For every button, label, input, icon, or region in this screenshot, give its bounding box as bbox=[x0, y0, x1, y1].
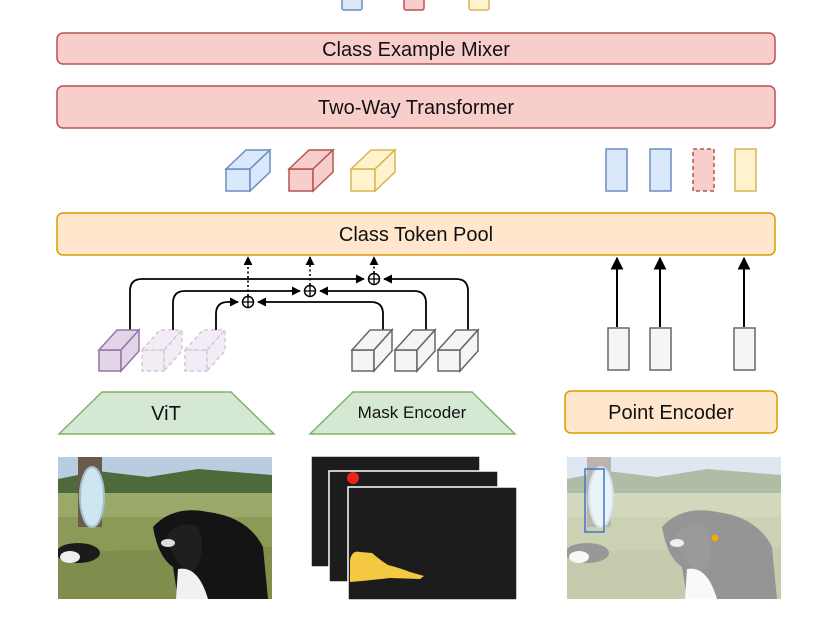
point-arrows bbox=[610, 256, 751, 327]
combine-circle-3 bbox=[367, 272, 381, 286]
class-token-cuboid-yellow bbox=[349, 148, 397, 193]
mask-layer-front bbox=[347, 486, 518, 601]
two-way-transformer-label: Two-Way Transformer bbox=[318, 97, 514, 119]
class-example-mixer-label: Class Example Mixer bbox=[322, 39, 510, 61]
dotted-arrows bbox=[243, 256, 379, 296]
vit-block: ViT bbox=[57, 391, 276, 435]
point-token-blue-2 bbox=[649, 148, 672, 192]
vit-token-cuboid-faded-2 bbox=[183, 328, 227, 373]
vit-token-cuboid-faded-1 bbox=[140, 328, 184, 373]
two-way-transformer-block: Two-Way Transformer bbox=[56, 85, 776, 129]
legend-blue-swatch bbox=[341, 0, 363, 11]
mask-encoder-label: Mask Encoder bbox=[358, 403, 467, 422]
point-token-yellow bbox=[734, 148, 757, 192]
combine-circle-2 bbox=[303, 284, 317, 298]
input-image-dog-prompted bbox=[567, 457, 781, 599]
box-prompt-blue bbox=[584, 468, 605, 533]
point-prompt-yellow bbox=[711, 534, 719, 542]
point-token-blue-1 bbox=[605, 148, 628, 192]
mask-red-region bbox=[347, 472, 359, 484]
mask-token-cuboid-1 bbox=[350, 328, 394, 373]
class-token-pool-block: Class Token Pool bbox=[56, 212, 776, 256]
fusion-connectors bbox=[129, 274, 469, 337]
class-token-cuboid-blue bbox=[224, 148, 272, 193]
point-enc-token-2 bbox=[649, 327, 672, 371]
mask-token-cuboid-3 bbox=[436, 328, 480, 373]
legend-yellow-swatch bbox=[468, 0, 490, 11]
point-encoder-label: Point Encoder bbox=[608, 402, 734, 424]
vit-label: ViT bbox=[151, 403, 181, 425]
point-enc-token-3 bbox=[733, 327, 756, 371]
class-example-mixer-block: Class Example Mixer bbox=[56, 32, 776, 65]
point-encoder-block: Point Encoder bbox=[564, 390, 778, 434]
class-token-cuboid-red bbox=[287, 148, 335, 193]
point-token-red-dashed bbox=[692, 148, 715, 192]
mask-stack bbox=[310, 455, 518, 601]
mask-yellow-region bbox=[350, 551, 424, 582]
vit-token-cuboid-solid bbox=[97, 328, 141, 373]
mask-token-cuboid-2 bbox=[393, 328, 437, 373]
mask-encoder-block: Mask Encoder bbox=[308, 391, 517, 435]
point-enc-token-1 bbox=[607, 327, 630, 371]
input-image-dog bbox=[58, 457, 272, 599]
combine-circle-1 bbox=[241, 295, 255, 309]
legend-red-swatch bbox=[403, 0, 425, 11]
class-token-pool-label: Class Token Pool bbox=[339, 224, 493, 246]
